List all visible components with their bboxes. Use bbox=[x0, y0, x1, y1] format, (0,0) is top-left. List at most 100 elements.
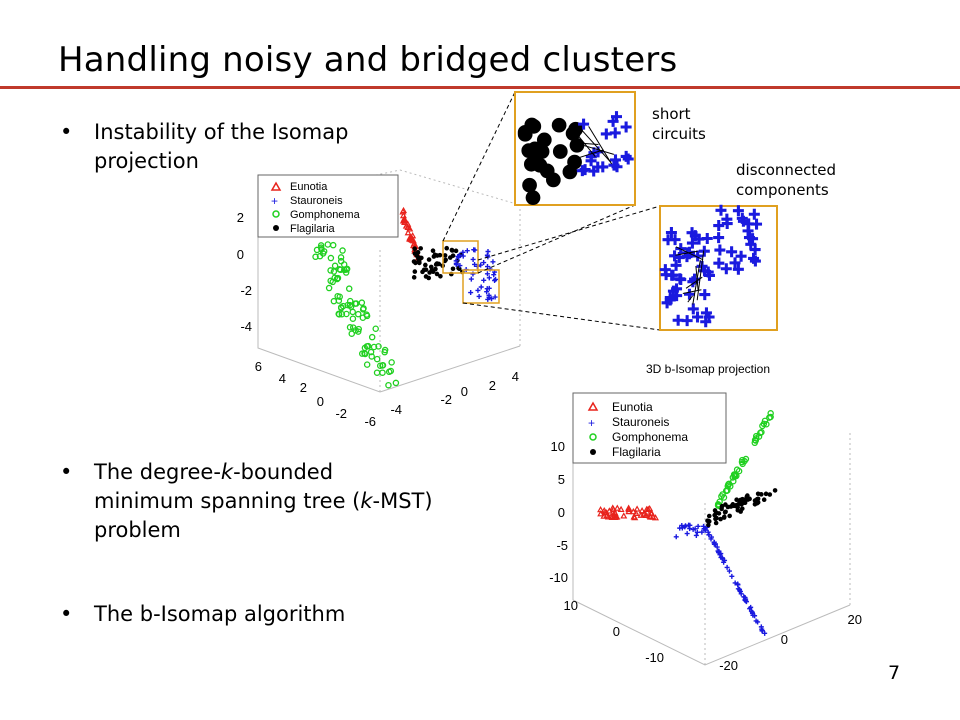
stauroneis-point bbox=[484, 271, 490, 277]
stauroneis-point bbox=[715, 548, 721, 554]
gomphonema-point bbox=[339, 247, 346, 254]
slide-title: Handling noisy and bridged clusters bbox=[58, 40, 678, 80]
y-tick-label: 2 bbox=[300, 380, 307, 395]
flagilaria-point bbox=[522, 177, 537, 193]
legend-marker bbox=[587, 401, 599, 411]
stauroneis-point bbox=[686, 237, 698, 249]
gomphonema-point bbox=[325, 284, 333, 292]
stauroneis-point bbox=[729, 573, 735, 579]
stauroneis-point bbox=[686, 227, 698, 239]
gomphonema-point bbox=[343, 310, 350, 318]
stauroneis-point bbox=[751, 218, 763, 230]
gomphonema-point bbox=[368, 353, 375, 360]
stauroneis-point bbox=[747, 233, 759, 245]
stauroneis-point bbox=[702, 527, 708, 533]
eunotia-point bbox=[409, 236, 417, 244]
gomphonema-point bbox=[742, 455, 750, 463]
flagilaria-point bbox=[755, 500, 761, 505]
legend-label: Eunotia bbox=[612, 400, 653, 414]
eunotia-point bbox=[620, 512, 628, 519]
gomphonema-point bbox=[318, 246, 325, 253]
flagilaria-point bbox=[412, 251, 418, 256]
flagilaria-point bbox=[420, 269, 425, 275]
stauroneis-point bbox=[706, 532, 712, 538]
gomphonema-point bbox=[373, 369, 381, 376]
gomphonema-point bbox=[333, 275, 341, 282]
eunotia-point bbox=[607, 512, 615, 520]
eunotia-point bbox=[625, 504, 633, 511]
flagilaria-point bbox=[437, 252, 443, 258]
stauroneis-point bbox=[713, 220, 725, 232]
flagilaria-point bbox=[418, 246, 423, 251]
stauroneis-point bbox=[662, 234, 674, 246]
legend-label: Gomphonema bbox=[290, 209, 361, 221]
eunotia-point bbox=[410, 239, 418, 247]
stauroneis-point bbox=[610, 111, 622, 123]
eunotia-point bbox=[401, 218, 409, 225]
stauroneis-point bbox=[490, 259, 496, 265]
stauroneis-point bbox=[748, 604, 754, 610]
stauroneis-point bbox=[687, 303, 699, 315]
inset-points bbox=[659, 204, 763, 328]
eunotia-point bbox=[605, 507, 613, 514]
stauroneis-point bbox=[735, 582, 741, 588]
stauroneis-point bbox=[664, 294, 676, 306]
flagilaria-point bbox=[517, 126, 533, 142]
stauroneis-point bbox=[468, 276, 474, 282]
gomphonema-point bbox=[363, 361, 371, 368]
edge-line bbox=[580, 128, 611, 163]
flagilaria-point bbox=[430, 269, 436, 275]
eunotia-point bbox=[629, 507, 637, 515]
legend-marker bbox=[270, 181, 282, 191]
gomphonema-point bbox=[312, 253, 319, 261]
gomphonema-point bbox=[346, 324, 354, 331]
gomphonema-point bbox=[313, 246, 321, 254]
stauroneis-point bbox=[481, 260, 487, 266]
isomap-points bbox=[312, 206, 499, 389]
gomphonema-point bbox=[327, 254, 335, 262]
stauroneis-point bbox=[453, 262, 459, 268]
eunotia-point bbox=[597, 510, 605, 517]
legend-marker bbox=[589, 433, 597, 441]
stauroneis-point bbox=[610, 154, 622, 166]
flagilaria-point bbox=[763, 491, 769, 497]
gomphonema-point bbox=[348, 330, 355, 337]
stauroneis-point bbox=[585, 155, 597, 167]
gomphonema-point bbox=[727, 483, 734, 490]
gomphonema-point bbox=[370, 343, 378, 351]
stauroneis-point bbox=[622, 153, 634, 165]
eunotia-point bbox=[643, 508, 651, 515]
flagilaria-point bbox=[723, 509, 728, 515]
stauroneis-point bbox=[701, 233, 713, 245]
flagilaria-point bbox=[706, 522, 711, 528]
inset-short-circuits bbox=[514, 91, 636, 206]
short-circuits-label: short circuits bbox=[652, 105, 706, 143]
inset-points bbox=[517, 111, 634, 206]
eunotia-point bbox=[406, 225, 414, 232]
stauroneis-point bbox=[748, 208, 760, 220]
isomap-plot: Eunotia + Stauroneis Gomphonema Flagilar… bbox=[237, 91, 661, 429]
stauroneis-point bbox=[698, 245, 710, 257]
stauroneis-point bbox=[669, 250, 681, 262]
page-number: 7 bbox=[888, 662, 901, 684]
stauroneis-point bbox=[743, 596, 749, 602]
stauroneis-point bbox=[695, 523, 701, 529]
stauroneis-point bbox=[726, 246, 738, 258]
stauroneis-point bbox=[475, 287, 481, 293]
stauroneis-point bbox=[478, 262, 484, 268]
stauroneis-point bbox=[737, 215, 749, 227]
flagilaria-point bbox=[735, 504, 740, 510]
stauroneis-point bbox=[464, 248, 470, 254]
gomphonema-point bbox=[364, 342, 372, 350]
stauroneis-point bbox=[748, 252, 760, 264]
gomphonema-point bbox=[368, 333, 376, 341]
flagilaria-point bbox=[430, 248, 436, 254]
x-tick-label: -2 bbox=[440, 392, 452, 407]
legend-marker: + bbox=[588, 416, 595, 430]
y-tick-label: -2 bbox=[335, 406, 347, 421]
eunotia-point bbox=[617, 505, 625, 513]
flagilaria-point bbox=[719, 503, 725, 509]
stauroneis-point bbox=[715, 204, 727, 216]
stauroneis-point bbox=[485, 248, 491, 254]
stauroneis-point bbox=[758, 624, 764, 630]
